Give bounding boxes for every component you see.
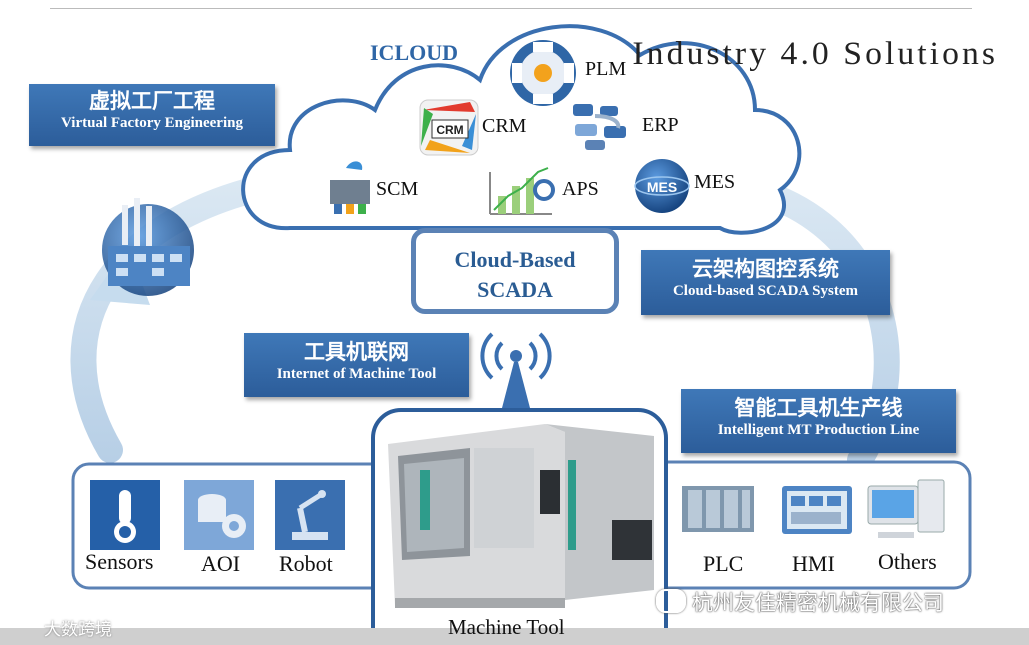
icloud-label: ICLOUD (370, 40, 459, 65)
virtual-factory-en: Virtual Factory Engineering (61, 115, 243, 131)
svg-text:MES: MES (647, 179, 677, 195)
device-label-robot: Robot (279, 551, 333, 576)
app-label-scm: SCM (376, 178, 419, 200)
aoi-cylinder-icon (184, 480, 254, 550)
cloud-scada-system-en: Cloud-based SCADA System (672, 283, 859, 299)
plc-module-icon (682, 486, 754, 532)
hmi-screen-icon (782, 486, 852, 534)
sensor-thermometer-icon (90, 480, 160, 550)
cloud-scada-system-cn: 云架构图控系统 (692, 257, 839, 281)
app-label-crm: CRM (482, 115, 527, 137)
iomt-en: Internet of Machine Tool (276, 366, 437, 382)
svg-text:CRM: CRM (436, 123, 463, 137)
plm-gear-icon (510, 40, 576, 106)
device-label-sensors: Sensors (85, 549, 154, 574)
scm-warehouse-icon (330, 161, 370, 214)
aps-chart-icon (489, 167, 555, 215)
virtual-factory-box: 虚拟工厂工程 Virtual Factory Engineering (29, 84, 275, 146)
device-label-others: Others (878, 549, 937, 574)
robot-arm-icon (275, 480, 345, 550)
wifi-antenna-icon (480, 332, 552, 408)
iomt-cn: 工具机联网 (304, 340, 409, 364)
machine-tool-label: Machine Tool (448, 615, 565, 639)
scada-line2: SCADA (477, 277, 553, 302)
crm-cycle-icon: CRM (419, 99, 479, 156)
virtual-factory-cn: 虚拟工厂工程 (89, 89, 215, 113)
watermark-right: 杭州友佳精密机械有限公司 (692, 591, 944, 615)
top-divider (50, 8, 972, 9)
mes-globe-icon: MES (634, 159, 690, 213)
factory-icon (102, 198, 194, 296)
app-label-mes: MES (694, 171, 736, 193)
cloud-scada-box: Cloud-Based SCADA (411, 228, 619, 314)
cloud-scada-system-box: 云架构图控系统 Cloud-based SCADA System (641, 250, 890, 315)
machine-tool-image (388, 424, 654, 608)
app-label-erp: ERP (642, 114, 679, 136)
scada-line1: Cloud-Based (454, 247, 576, 272)
iomt-box: 工具机联网 Internet of Machine Tool (244, 333, 469, 397)
erp-blocks-icon (573, 104, 626, 150)
production-line-cn: 智能工具机生产线 (734, 396, 903, 420)
production-line-en: Intelligent MT Production Line (717, 422, 920, 438)
footer-bar (0, 628, 1029, 645)
app-label-plm: PLM (585, 58, 627, 80)
device-label-hmi: HMI (792, 551, 835, 576)
computer-others-icon (867, 479, 945, 538)
device-label-plc: PLC (703, 551, 744, 576)
app-label-aps: APS (562, 178, 599, 200)
device-label-aoi: AOI (201, 551, 241, 576)
wechat-icon (656, 589, 686, 613)
production-line-box: 智能工具机生产线 Intelligent MT Production Line (681, 389, 956, 453)
watermark-left: 大数跨境 (44, 620, 112, 640)
page-title: Industry 4.0 Solutions (632, 36, 999, 72)
